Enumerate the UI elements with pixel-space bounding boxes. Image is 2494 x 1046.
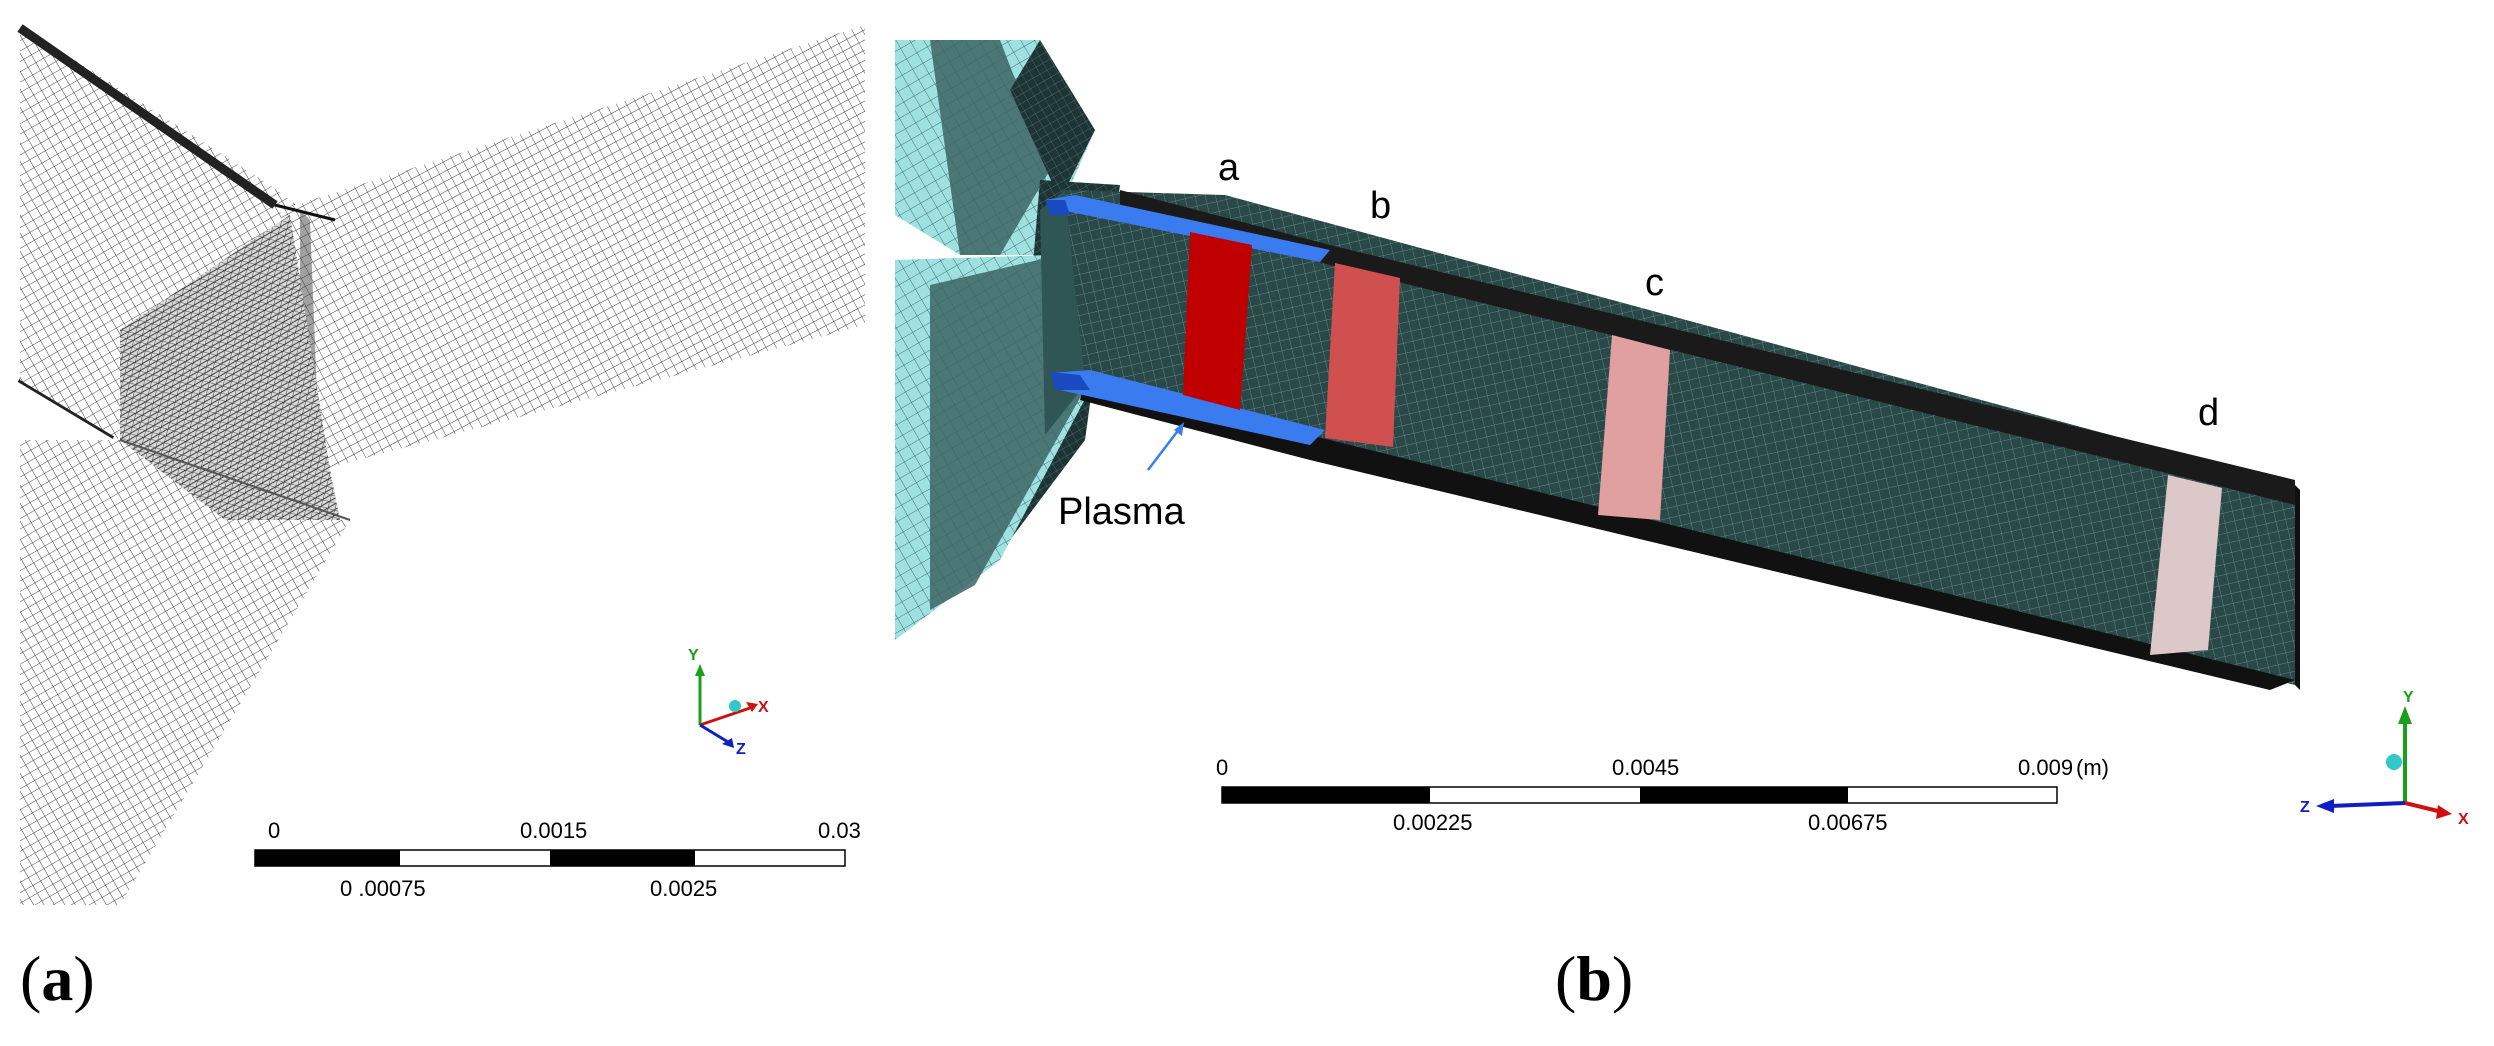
section-d: [2150, 475, 2222, 655]
axis-x-label-b: X: [2458, 811, 2469, 828]
scale-b-tick-4: 0.00675: [1808, 810, 1888, 835]
axis-x-label-a: X: [758, 699, 769, 716]
scale-b-unit: (m): [2076, 755, 2109, 780]
scale-b-tick-0: 0: [1216, 755, 1228, 780]
scale-b-tick-2: 0.009: [2018, 755, 2073, 780]
plasma-annotation: Plasma: [1058, 422, 1186, 533]
scale-a-tick-1: 0.0015: [520, 818, 587, 843]
plasma-regions: [1045, 195, 1330, 445]
plasma-label: Plasma: [1058, 491, 1186, 533]
mesh-geometry-a: [17, 24, 865, 905]
panel-a-label: (a): [20, 943, 95, 1014]
axis-triad-b: Y Z X: [2300, 689, 2469, 828]
panel-b-label: (b): [1555, 943, 1633, 1014]
scale-bar-a: 0 0.0015 0.03 0 .00075 0.0025: [254, 818, 861, 901]
section-label-c: c: [1645, 262, 1664, 304]
mesh-geometry-b: [895, 40, 2300, 690]
section-c: [1598, 335, 1670, 520]
section-label-d: d: [2198, 392, 2219, 434]
section-a: [1183, 232, 1252, 410]
axis-triad-a: Y X Z: [688, 647, 769, 758]
scale-b-tick-1: 0.0045: [1612, 755, 1679, 780]
section-b: [1325, 263, 1400, 447]
section-labels: a b c d: [1218, 147, 2219, 434]
panel-b: a b c d Plasma 0 0.0045 0.009 (m) 0.0022…: [895, 40, 2469, 1014]
scale-a-tick-2: 0.03: [818, 818, 861, 843]
axis-y-label-b: Y: [2403, 689, 2414, 706]
scale-a-tick-4: 0.0025: [650, 876, 717, 901]
panel-a: Y X Z 0 0.0015 0.03 0 .00075 0.0025 (a): [17, 24, 865, 1014]
axis-z-label-a: Z: [736, 741, 746, 758]
section-label-a: a: [1218, 147, 1240, 189]
section-label-b: b: [1370, 185, 1391, 227]
scale-b-tick-3: 0.00225: [1393, 810, 1473, 835]
axis-z-label-b: Z: [2300, 799, 2310, 816]
scale-bar-b: 0 0.0045 0.009 (m) 0.00225 0.00675: [1216, 755, 2109, 835]
scale-a-tick-0: 0: [268, 818, 280, 843]
scale-a-tick-3: 0 .00075: [340, 876, 426, 901]
cross-sections: [1183, 232, 2222, 655]
axis-y-label-a: Y: [688, 647, 699, 664]
